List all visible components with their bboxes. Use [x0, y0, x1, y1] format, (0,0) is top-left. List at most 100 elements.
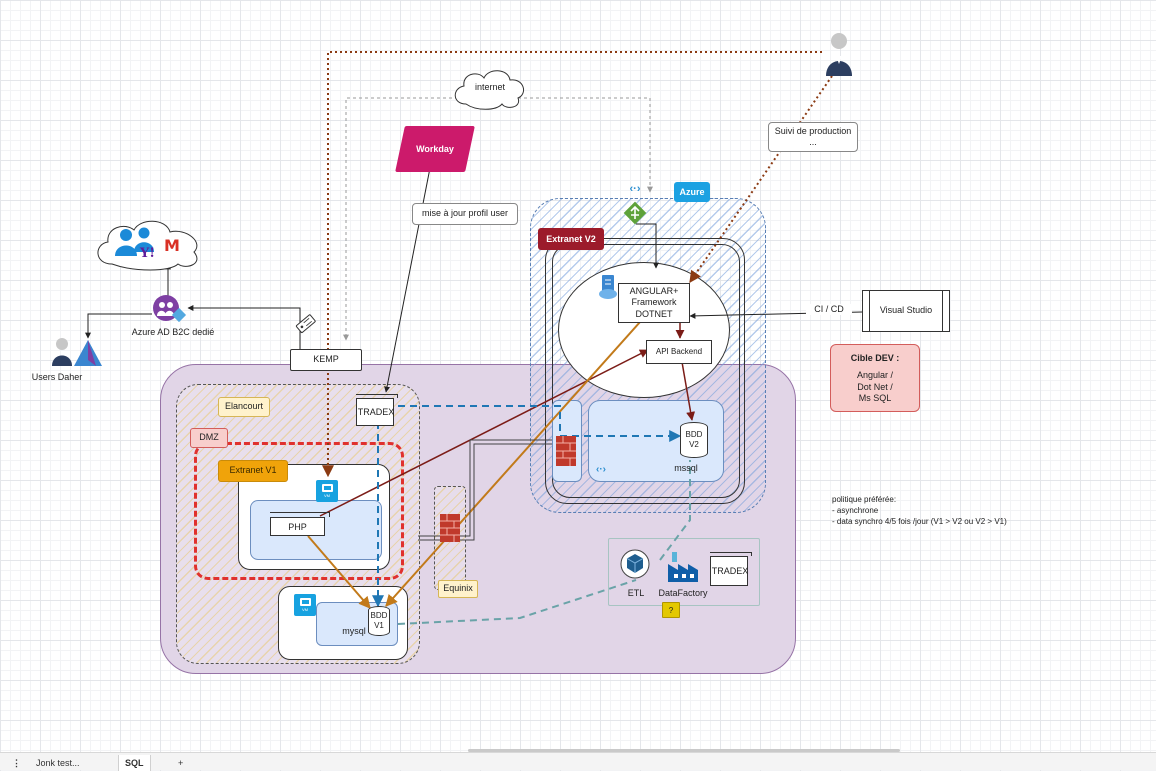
extranet-v2-label: Extranet V2	[546, 234, 596, 244]
maj-profil-label: mise à jour profil user	[412, 203, 518, 225]
extranet-v1-vm-icon: VM	[316, 480, 338, 502]
php-to-api-link	[319, 349, 649, 517]
visual-studio-label: Visual Studio	[879, 305, 933, 316]
gmail-icon: M	[164, 236, 180, 255]
user-to-angular-link	[689, 75, 833, 283]
angular-dotnet-node[interactable]: ANGULAR+ Framework DOTNET	[618, 283, 690, 323]
azure-ad-to-users-link	[85, 313, 152, 339]
datafactory-icon[interactable]	[666, 552, 700, 582]
tag-icon	[295, 314, 316, 333]
extranet-v1-badge[interactable]: Extranet V1	[218, 460, 288, 482]
bdd-v2-line2: V2	[689, 440, 699, 449]
api-backend-node[interactable]: API Backend	[646, 340, 712, 364]
equinix-to-azure-link-b	[418, 443, 552, 541]
etl-icon[interactable]	[620, 548, 650, 580]
php-node[interactable]: PHP	[270, 512, 330, 536]
dmz-badge[interactable]: DMZ	[190, 428, 228, 448]
equinix-firewall-icon	[440, 514, 460, 542]
equinix-to-azure-link-a	[418, 439, 552, 537]
add-page-button[interactable]: +	[178, 758, 184, 768]
etl-to-bdd-v2-link	[659, 460, 691, 561]
app-service-icon	[599, 275, 617, 299]
workday-to-tradex-link	[384, 167, 431, 393]
kemp-node[interactable]: KEMP	[290, 349, 362, 371]
azure-endpoint-icon: ‹·›	[629, 183, 641, 195]
dmz-zone[interactable]	[194, 442, 404, 580]
question-badge[interactable]: ?	[662, 602, 680, 618]
azure-badge[interactable]: Azure	[674, 182, 710, 202]
elancourt-label: Elancourt	[224, 401, 264, 412]
tradex-right-label: TRADEX	[711, 566, 749, 576]
cible-title: Cible DEV :	[850, 353, 900, 363]
azure-badge-label: Azure	[679, 187, 705, 197]
bdd-v2-node[interactable]: BDD V2	[680, 422, 708, 458]
identity-users-icon	[115, 227, 154, 256]
visual-studio-node[interactable]: Visual Studio	[862, 290, 950, 332]
page-tab-2[interactable]: SQL	[118, 755, 151, 771]
db-server-vm-icon: VM	[294, 594, 316, 616]
extranet-v1-label: Extranet V1	[229, 465, 277, 476]
bdd-v2-line1: BDD	[685, 430, 703, 439]
elancourt-badge[interactable]: Elancourt	[218, 397, 270, 417]
cible-line2: Dot Net /	[857, 381, 893, 392]
azure-ad-b2c-icon[interactable]	[152, 294, 188, 326]
angular-line2: Framework	[631, 297, 677, 308]
dmz-label: DMZ	[199, 432, 219, 443]
internet-label: internet	[474, 82, 506, 92]
cible-line3: Ms SQL	[858, 392, 892, 403]
maj-profil-text: mise à jour profil user	[421, 208, 509, 219]
workday-label: Workday	[416, 144, 454, 154]
cible-dev-note[interactable]: Cible DEV : Angular / Dot Net / Ms SQL	[830, 344, 920, 412]
azure-firewall-icon	[556, 436, 576, 466]
tradex-right-node[interactable]: TRADEX	[710, 552, 752, 586]
policy-note: politique préférée: - asynchrone - data …	[832, 494, 1052, 527]
angular-line1: ANGULAR+	[629, 286, 679, 297]
frontend-ellipse[interactable]	[558, 262, 730, 398]
api-backend-label: API Backend	[655, 347, 703, 356]
bdd-v1-line1: BDD	[370, 611, 388, 620]
suivi-line2: ...	[809, 137, 817, 147]
equinix-label: Equinix	[443, 583, 473, 594]
bdd-v1-to-etl-link	[397, 579, 637, 625]
azure-ad-label: Azure AD B2C dedié	[131, 327, 215, 337]
internet-cloud-icon	[454, 70, 525, 110]
bdd-v1-line2: V1	[374, 621, 384, 630]
workday-node[interactable]: Workday	[395, 126, 475, 172]
angular-line3: DOTNET	[635, 308, 673, 319]
angular-to-bdd-v1-link	[385, 321, 641, 607]
equinix-badge[interactable]: Equinix	[438, 580, 478, 598]
vm-label: VM	[324, 493, 330, 498]
policy-line2: - data synchro 4/5 fois /jour (V1 > V2 o…	[832, 517, 1007, 526]
internet-to-azure-link	[488, 97, 653, 193]
cicd-label: CI / CD	[806, 304, 852, 316]
php-to-bdd-v1-link	[307, 535, 371, 609]
policy-title: politique préférée:	[832, 495, 897, 504]
yahoo-icon: Y!	[140, 246, 155, 261]
user-to-extranet-v1-link	[322, 51, 822, 478]
extranet-v2-inner-zone[interactable]	[552, 244, 740, 498]
etl-label: ETL	[627, 588, 645, 598]
cible-line1: Angular /	[856, 370, 894, 381]
mysql-label: mysql	[342, 626, 366, 636]
page-tab-bar: ⋮ Jonk test... SQL +	[0, 752, 1156, 771]
extranet-v2-badge[interactable]: Extranet V2	[538, 228, 604, 250]
etl-group[interactable]	[608, 538, 760, 606]
policy-line1: - asynchrone	[832, 506, 879, 515]
suivi-production-note[interactable]: Suivi de production ...	[768, 122, 858, 152]
api-to-bdd-v2-link	[681, 361, 696, 421]
horizontal-scrollbar[interactable]	[468, 749, 900, 752]
tradex-to-bdd-v2-link	[398, 405, 682, 442]
tradex-left-label: TRADEX	[357, 407, 395, 417]
users-daher-icon	[52, 338, 102, 366]
vm-label-2: VM	[302, 607, 308, 612]
gateway-to-angular-link	[636, 223, 659, 269]
page-tab-1[interactable]: Jonk test...	[36, 758, 80, 768]
extranet-v2-zone[interactable]	[545, 238, 745, 504]
page-menu-icon[interactable]: ⋮	[12, 758, 21, 768]
tradex-left-node[interactable]: TRADEX	[356, 394, 398, 426]
azure-subnet-icon: ‹·›	[596, 464, 606, 475]
bdd-v1-node[interactable]: BDD V1	[368, 606, 390, 636]
users-daher-label: Users Daher	[31, 372, 83, 382]
